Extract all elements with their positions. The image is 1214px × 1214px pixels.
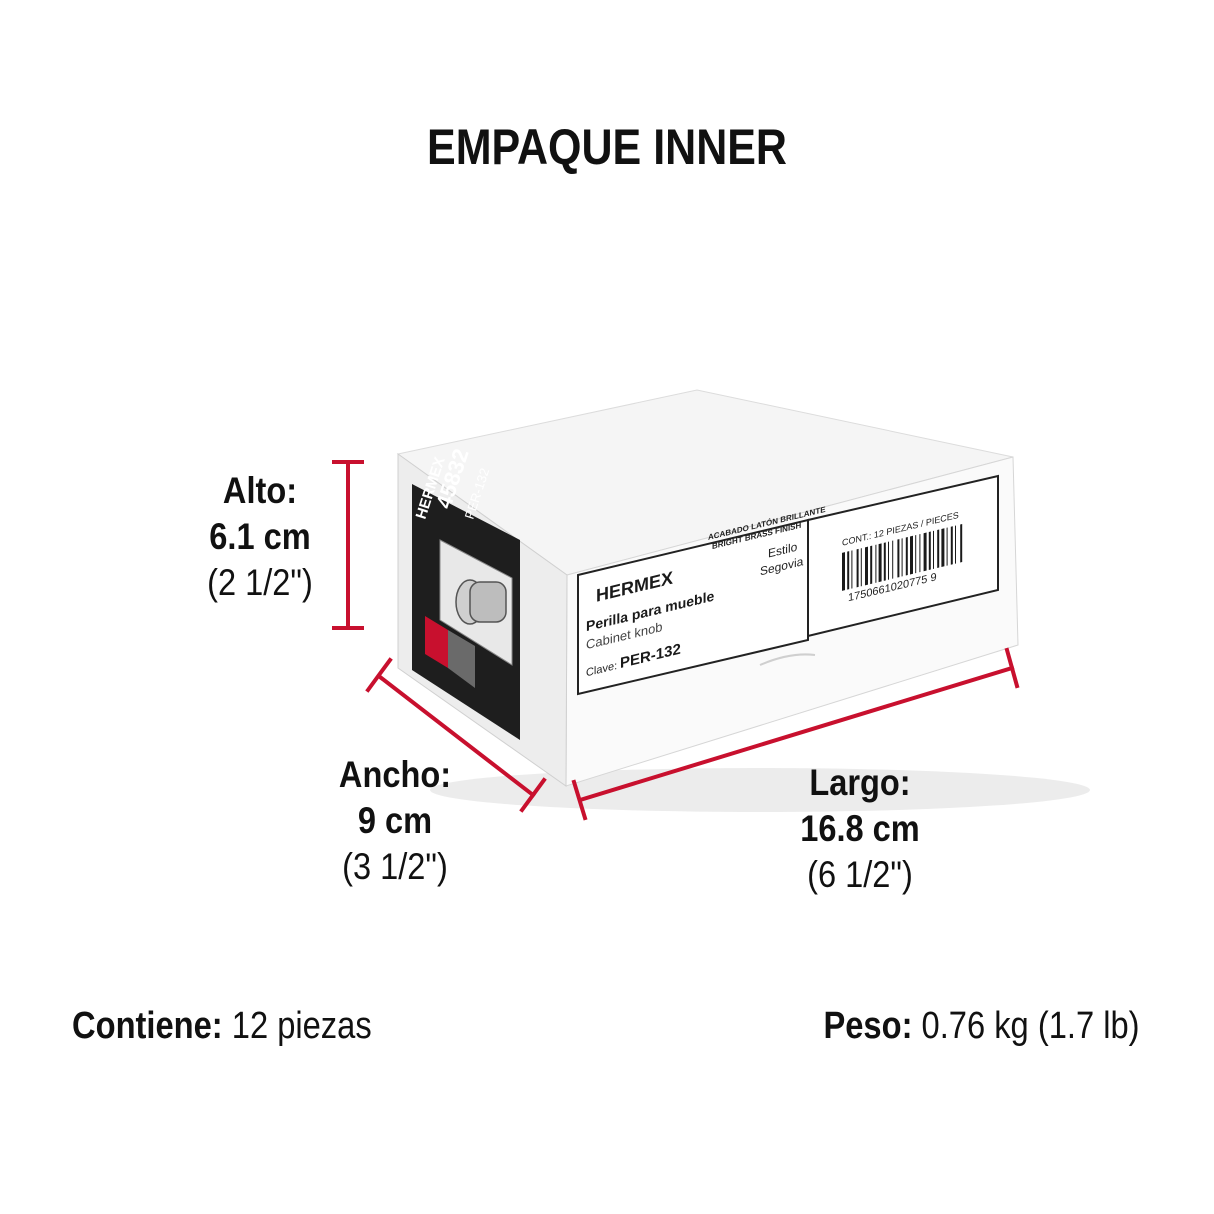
contents-label: Contiene: <box>72 1005 223 1047</box>
dimension-alto: Alto: 6.1 cm (2 1/2") <box>176 468 343 606</box>
largo-imperial: (6 1/2") <box>807 854 913 895</box>
largo-line <box>577 665 1015 803</box>
dimension-lines <box>332 460 1020 821</box>
barcode-bar <box>892 540 894 579</box>
barcode-bar <box>919 534 921 573</box>
barcode-bar <box>875 544 877 583</box>
largo-metric: 16.8 cm <box>800 808 920 849</box>
alto-label: Alto: <box>222 470 298 511</box>
barcode-frame <box>807 474 999 638</box>
barcode-bar <box>842 552 845 591</box>
ancho-label: Ancho: <box>338 754 452 795</box>
weight-info: Peso: 0.76 kg (1.7 lb) <box>824 1005 1140 1048</box>
barcode-bar <box>946 527 948 566</box>
contents-value: 12 piezas <box>231 1005 372 1047</box>
barcode-bar <box>860 548 862 587</box>
alto-metric: 6.1 cm <box>209 516 311 557</box>
barcode-bar <box>905 537 908 576</box>
dimension-largo: Largo: 16.8 cm (6 1/2") <box>772 760 948 898</box>
side-gray-stripe <box>448 630 475 688</box>
alto-imperial: (2 1/2") <box>207 562 313 603</box>
box-shadow <box>430 768 1090 812</box>
barcode-bar <box>883 542 886 581</box>
barcode-bar <box>915 535 917 574</box>
barcode-bar <box>878 543 882 583</box>
weight-label: Peso: <box>823 1005 913 1047</box>
ancho-metric: 9 cm <box>357 800 433 841</box>
barcode-bar <box>910 535 913 575</box>
barcode-bar <box>856 548 859 588</box>
barcode-bar <box>933 530 934 570</box>
barcode-bar <box>865 546 868 586</box>
front-label-frame <box>577 518 809 696</box>
knob-body-icon <box>469 581 507 623</box>
barcode-bar <box>851 550 853 589</box>
largo-cap-right <box>1004 647 1020 689</box>
barcode-bar <box>847 551 850 590</box>
barcode-bar <box>888 541 889 580</box>
barcode <box>842 523 963 591</box>
ancho-cap-left <box>365 657 393 693</box>
contents-info: Contiene: 12 piezas <box>72 1005 372 1048</box>
barcode-bar <box>950 526 953 565</box>
ancho-imperial: (3 1/2") <box>342 846 448 887</box>
barcode-bar <box>870 545 873 585</box>
barcode-bar <box>923 532 927 572</box>
ancho-cap-right <box>519 777 547 813</box>
lid-notch <box>759 653 816 666</box>
page-title: EMPAQUE INNER <box>427 119 787 175</box>
barcode-bar <box>960 523 963 563</box>
barcode-bar <box>897 539 900 578</box>
largo-cap-left <box>571 779 588 821</box>
barcode-bar <box>955 525 956 564</box>
largo-label: Largo: <box>809 762 911 803</box>
barcode-bar <box>901 538 903 577</box>
barcode-bar <box>937 529 940 568</box>
barcode-bar <box>941 528 945 567</box>
ancho-line <box>377 674 536 798</box>
weight-value: 0.76 kg (1.7 lb) <box>922 1005 1140 1047</box>
side-red-stripe <box>425 616 448 668</box>
barcode-bar <box>928 531 931 571</box>
dimension-ancho: Ancho: 9 cm (3 1/2") <box>311 752 478 890</box>
